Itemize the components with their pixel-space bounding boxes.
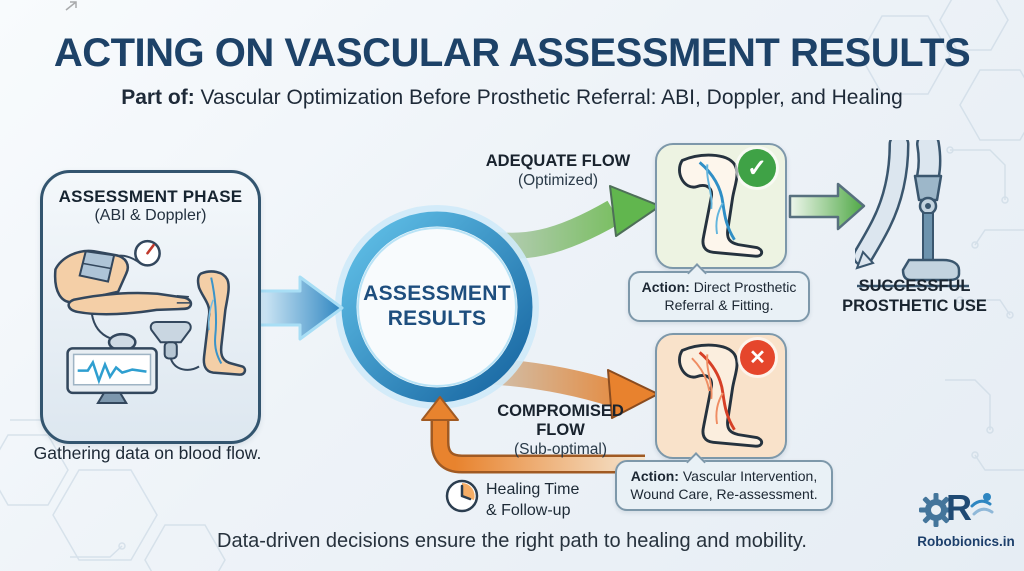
check-icon: ✓ [738, 149, 776, 187]
assessment-illustration [53, 239, 247, 404]
assessment-results-label: ASSESSMENT RESULTS [352, 281, 522, 331]
gear-icon [919, 493, 953, 527]
monitor-waveform-icon [66, 347, 158, 404]
prosthetic-walk-illustration [855, 140, 969, 288]
assessment-phase-box: ASSESSMENT PHASE (ABI & Doppler) [40, 170, 261, 444]
feedback-label: Healing Time & Follow-up [486, 480, 606, 522]
page-subtitle: Part of: Vascular Optimization Before Pr… [0, 86, 1024, 110]
action-prefix: Action: [630, 468, 679, 484]
cross-icon: ✕ [740, 340, 775, 375]
clock-icon [445, 479, 479, 513]
feedback-line2: & Follow-up [486, 501, 571, 519]
referral-arrow [788, 182, 866, 231]
compromised-flow-name-line2: FLOW [536, 420, 585, 439]
page-subtitle-prefix: Part of: [121, 86, 195, 109]
healthy-leg-illustration [678, 153, 764, 258]
action-bubble-referral: Action: Direct Prosthetic Referral & Fit… [628, 263, 810, 322]
healthy-leg-card [655, 143, 787, 269]
assessment-phase-title: ASSESSMENT PHASE [58, 187, 243, 206]
assessment-results-line2: RESULTS [387, 307, 487, 331]
prosthetic-use-label: SUCCESSFUL PROSTHETIC USE [832, 277, 997, 317]
brand-letter: R [946, 487, 972, 528]
brand-name: Robobionics.in [917, 534, 1015, 549]
footer-caption: Data-driven decisions ensure the right p… [217, 530, 807, 552]
adequate-flow-label: ADEQUATE FLOW (Optimized) [478, 152, 638, 190]
leg-veins-icon [196, 270, 247, 376]
compromised-leg-card [655, 333, 787, 459]
compromised-leg-illustration [678, 343, 764, 448]
page-subtitle-rest: Vascular Optimization Before Prosthetic … [194, 86, 903, 109]
action-text: Direct Prosthetic Referral & Fitting. [664, 279, 797, 313]
assessment-results-line1: ASSESSMENT [363, 282, 511, 305]
action-bubble-intervention: Action: Vascular Intervention, Wound Car… [615, 452, 833, 511]
action-prefix: Action: [641, 279, 690, 295]
ultrasound-probe-icon [149, 321, 200, 371]
pressure-gauge-icon [111, 239, 161, 267]
assessment-phase-subtitle: (ABI & Doppler) [94, 207, 207, 224]
brand-logo: R Robobionics.in [908, 488, 1024, 550]
feedback-line1: Healing Time [486, 481, 580, 498]
blood-pressure-cuff-icon [53, 249, 193, 352]
brand-logo-mark: R [908, 488, 1024, 532]
compromised-flow-label: COMPROMISED FLOW (Sub-optimal) [488, 402, 633, 459]
outcome-line2: PROSTHETIC USE [842, 296, 987, 315]
adequate-flow-subname: (Optimized) [517, 171, 599, 189]
assessment-caption: Gathering data on blood flow. [33, 443, 262, 463]
person-icon [970, 493, 994, 516]
action-text: Vascular Intervention, Wound Care, Re-as… [630, 468, 818, 502]
feedback-arrow [421, 396, 645, 474]
adequate-flow-name: ADEQUATE FLOW [485, 152, 631, 170]
page-title: ACTING ON VASCULAR ASSESSMENT RESULTS [53, 31, 971, 75]
input-arrow [251, 275, 344, 341]
compromised-flow-subname: (Sub-optimal) [513, 440, 608, 458]
compromised-flow-name-line1: COMPROMISED [497, 402, 624, 420]
outcome-line1: SUCCESSFUL [858, 277, 971, 295]
